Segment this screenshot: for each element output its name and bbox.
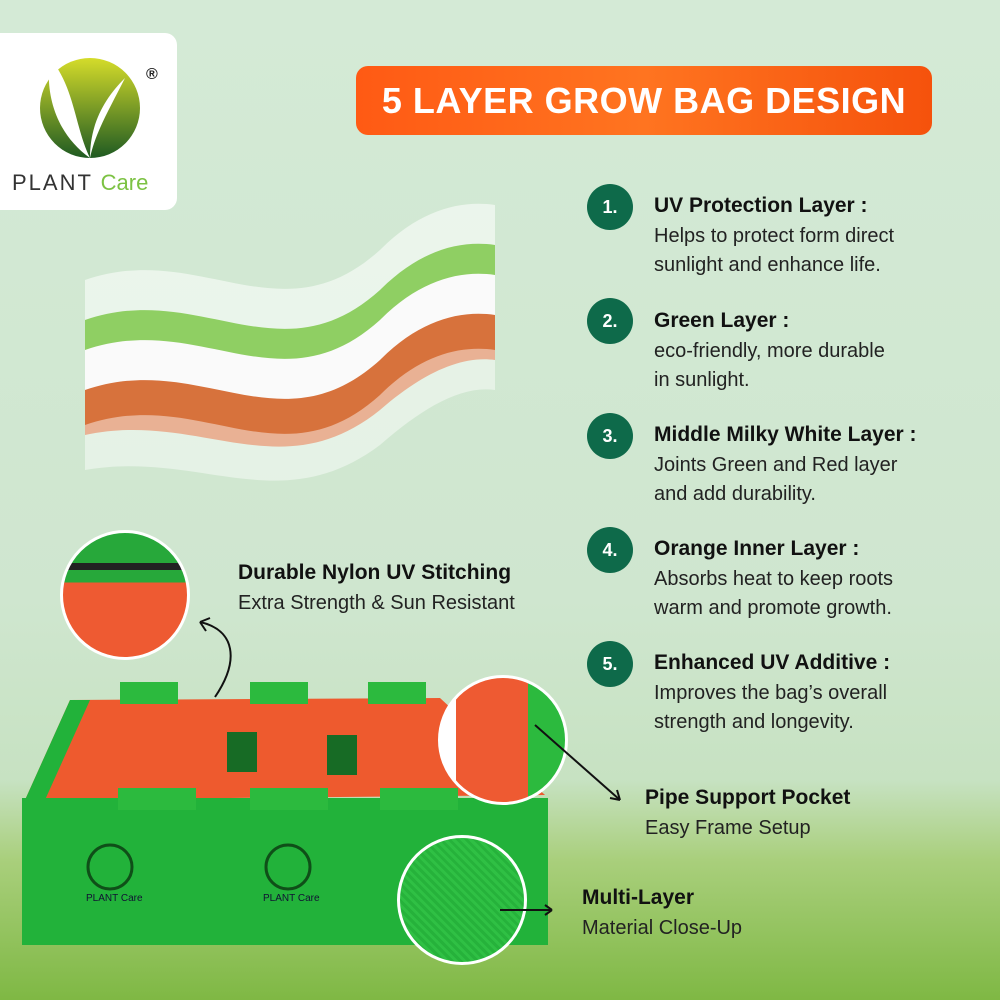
number-badge: 4. <box>587 527 633 573</box>
logo-wordmark: PLANT Care <box>12 170 148 196</box>
pipe-pocket-closeup <box>438 675 568 805</box>
material-closeup <box>397 835 527 965</box>
arrow-icon <box>534 724 621 801</box>
material-callout-subtitle: Material Close-Up <box>582 917 743 939</box>
headline-banner: 5 LAYER GROW BAG DESIGN <box>356 66 932 135</box>
layer-title: UV Protection Layer : <box>654 194 868 217</box>
pipe-callout-subtitle: Easy Frame Setup <box>645 817 811 839</box>
layer-title: Enhanced UV Additive : <box>654 651 891 674</box>
layer-description: Joints Green and Red layer and add durab… <box>654 454 898 505</box>
stitching-closeup <box>60 530 190 660</box>
layer-description: Helps to protect form direct sunlight an… <box>654 225 895 276</box>
layer-title: Middle Milky White Layer : <box>654 423 917 446</box>
material-callout-title: Multi-Layer <box>582 886 695 909</box>
pipe-callout-title: Pipe Support Pocket <box>645 786 851 809</box>
layers-illustration <box>85 203 495 481</box>
bag-logo-icon <box>264 843 312 891</box>
bag-print-brand: PLANT Care <box>86 893 143 904</box>
stitching-callout-title: Durable Nylon UV Stitching <box>238 561 512 584</box>
stitching-callout-subtitle: Extra Strength & Sun Resistant <box>238 592 515 614</box>
layer-description: Improves the bag’s overall strength and … <box>654 682 888 733</box>
arrow-icon <box>199 621 232 698</box>
number-badge: 5. <box>587 641 633 687</box>
logo-card <box>0 33 177 210</box>
bag-print-brand: PLANT Care <box>263 893 320 904</box>
number-badge: 1. <box>587 184 633 230</box>
layer-description: eco-friendly, more durable in sunlight. <box>654 340 885 391</box>
registered-mark: ® <box>146 66 158 83</box>
logo-word-plant: PLANT <box>12 170 93 195</box>
number-badge: 3. <box>587 413 633 459</box>
layer-title: Orange Inner Layer : <box>654 537 860 560</box>
logo-word-care: Care <box>100 170 149 195</box>
number-badge: 2. <box>587 298 633 344</box>
bag-logo-icon <box>86 843 134 891</box>
layer-title: Green Layer : <box>654 309 790 332</box>
layer-description: Absorbs heat to keep roots warm and prom… <box>654 568 894 619</box>
plant-leaf-logo-icon <box>40 58 140 158</box>
